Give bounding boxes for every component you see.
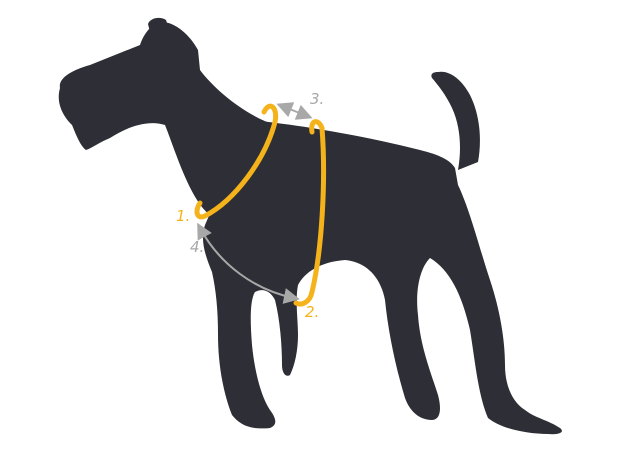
double-arrow-icon [197,222,300,304]
dog-silhouette-icon [58,17,562,435]
chest-measure-line [293,119,327,307]
measure-label-3: 3. [310,90,324,108]
measure-label-1: 1. [176,207,190,225]
measure-label-4: 4. [190,238,204,256]
neck-measure-line [194,103,279,220]
measure-label-2: 2. [305,303,319,321]
double-arrow-icon [276,102,313,120]
